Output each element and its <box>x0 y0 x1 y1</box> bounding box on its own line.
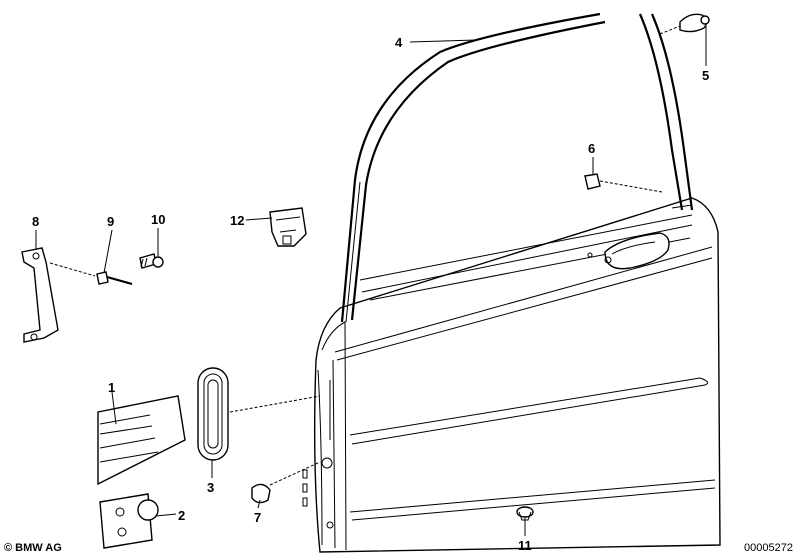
label-part-12: 12 <box>230 213 244 228</box>
label-part-11: 11 <box>518 538 532 553</box>
part-3-grommet <box>197 367 321 461</box>
part-12-clip <box>269 207 307 247</box>
label-part-3: 3 <box>207 480 214 495</box>
label-part-9: 9 <box>107 214 114 229</box>
window-frame-seal <box>340 12 694 323</box>
part-labels: 1 2 3 4 5 6 7 8 9 10 11 12 <box>32 35 709 553</box>
label-part-6: 6 <box>588 141 595 156</box>
leader-lines <box>35 26 707 536</box>
part-9-pin <box>49 262 133 286</box>
door-handle <box>587 232 670 270</box>
part-5-plug <box>659 13 710 35</box>
label-part-8: 8 <box>32 214 39 229</box>
label-part-5: 5 <box>702 68 709 83</box>
label-part-2: 2 <box>178 508 185 523</box>
part-1-plate <box>97 395 186 486</box>
part-8-bracket <box>21 247 59 343</box>
label-part-1: 1 <box>108 380 115 395</box>
copyright-notice: © BMW AG <box>4 542 62 554</box>
part-7-cap <box>251 461 321 504</box>
label-part-4: 4 <box>395 35 403 50</box>
part-2-plate <box>99 493 159 549</box>
door-panel <box>302 197 721 553</box>
part-6-clip <box>584 173 663 193</box>
label-part-7: 7 <box>254 510 261 525</box>
part-10-screw <box>139 253 164 269</box>
label-part-10: 10 <box>151 212 165 227</box>
document-number: 00005272 <box>744 542 793 554</box>
